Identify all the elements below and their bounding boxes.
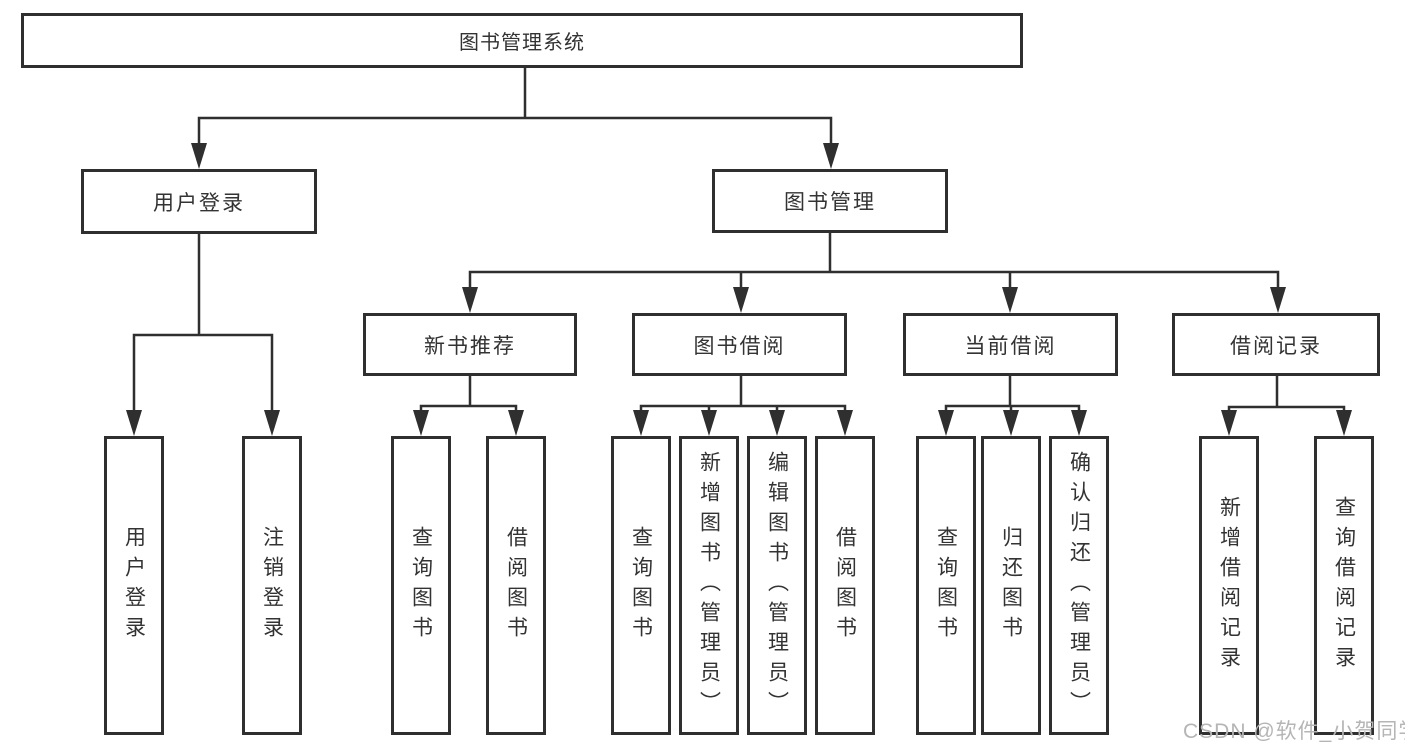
connector-mgmt-to-level3 (468, 233, 1280, 290)
connector-current-to-children (944, 376, 1081, 413)
node-root-library-system: 图书管理系统 (21, 13, 1023, 68)
node-leaf-edit-book-admin: 编辑图书（管理员） (747, 436, 807, 735)
connector-newbook-to-children (419, 376, 518, 413)
node-leaf-borrow-books: 借阅图书 (486, 436, 546, 735)
csdn-watermark: CSDN @软件_小贺同学 (1183, 720, 1405, 743)
connector-borrow-to-children (639, 376, 847, 413)
node-current-borrow: 当前借阅 (903, 313, 1118, 376)
node-leaf-query-books: 查询图书 (391, 436, 451, 735)
node-borrow-records: 借阅记录 (1172, 313, 1380, 376)
node-leaf-query-books-3: 查询图书 (916, 436, 976, 735)
node-book-borrow: 图书借阅 (632, 313, 847, 376)
node-book-management: 图书管理 (712, 169, 948, 233)
node-leaf-query-books-2: 查询图书 (611, 436, 671, 735)
node-new-book-recommend: 新书推荐 (363, 313, 577, 376)
node-leaf-query-borrow-record: 查询借阅记录 (1314, 436, 1374, 735)
node-user-login: 用户登录 (81, 169, 317, 234)
node-leaf-logout: 注销登录 (242, 436, 302, 735)
node-leaf-borrow-books-2: 借阅图书 (815, 436, 875, 735)
node-leaf-confirm-return-admin: 确认归还（管理员） (1049, 436, 1109, 735)
connector-root-to-level2 (197, 68, 833, 146)
node-leaf-user-login: 用户登录 (104, 436, 164, 735)
node-leaf-add-borrow-record: 新增借阅记录 (1199, 436, 1259, 735)
node-leaf-add-book-admin: 新增图书（管理员） (679, 436, 739, 735)
connector-login-to-children (132, 234, 274, 413)
node-leaf-return-book: 归还图书 (981, 436, 1041, 735)
connector-records-to-children (1227, 376, 1346, 413)
